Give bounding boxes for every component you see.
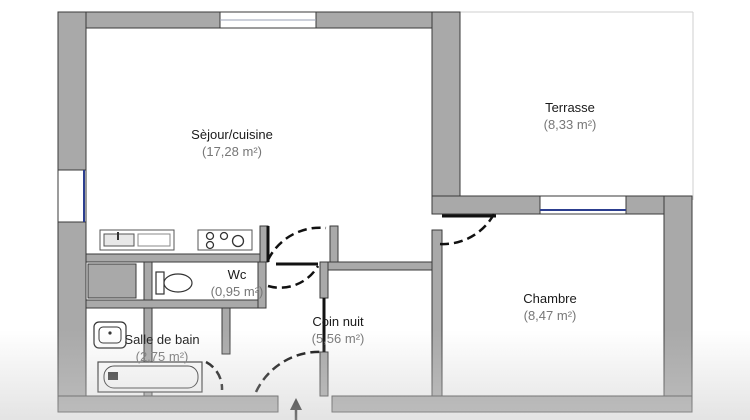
- door-swing-wc: [267, 265, 320, 289]
- room-name: Coin nuit: [312, 314, 364, 329]
- room-area: (17,28 m²): [202, 144, 262, 159]
- door-swing-sdb: [205, 360, 224, 391]
- entrance-arrow-icon: [290, 398, 302, 420]
- wall-left-lower: [57, 221, 87, 413]
- window-chambre: [539, 195, 627, 215]
- room-name: Chambre: [523, 291, 577, 306]
- room-area: (8,47 m²): [523, 308, 577, 323]
- room-label-terrasse: Terrasse (8,33 m²): [520, 99, 620, 133]
- room-label-sdb: Salle de bain (2,75 m²): [102, 331, 222, 365]
- room-area: (2,75 m²): [135, 349, 189, 364]
- room-area: (5,56 m²): [311, 331, 365, 346]
- wall-wc-bottom: [85, 299, 267, 309]
- windows: [57, 11, 627, 223]
- room-name: Salle de bain: [124, 332, 200, 347]
- wall-chambre-left: [431, 229, 443, 413]
- room-area: (0,95 m²): [210, 284, 264, 299]
- room-name: Wc: [227, 267, 247, 282]
- stove-icon: [197, 229, 253, 251]
- wall-coin-nuit-post: [329, 225, 339, 263]
- wall-left-upper: [57, 11, 87, 171]
- wall-sdb-right: [221, 307, 231, 355]
- room-name: Terrasse: [545, 100, 595, 115]
- room-label-wc: Wc (0,95 m²): [192, 266, 282, 300]
- room-label-chambre: Chambre (8,47 m²): [500, 290, 600, 324]
- storage-block: [87, 263, 137, 299]
- room-name: Sèjour/cuisine: [191, 127, 273, 142]
- room-area: (8,33 m²): [543, 117, 597, 132]
- wall-right: [663, 195, 693, 413]
- door-swing-chambre: [439, 213, 496, 246]
- wall-bottom-right: [331, 395, 693, 413]
- window-left: [57, 169, 87, 223]
- wall-bottom-left: [57, 395, 279, 413]
- door-swing-kitchen: [266, 226, 327, 261]
- room-label-coin-nuit: Coin nuit (5,56 m²): [288, 313, 388, 347]
- door-swing-entrance: [254, 350, 325, 393]
- kitchen-sink-icon: [99, 229, 175, 251]
- wall-coin-nuit-left: [319, 261, 329, 299]
- room-label-sejour: Sèjour/cuisine (17,28 m²): [182, 126, 282, 160]
- bathtub-icon: [97, 361, 203, 393]
- wall-chambre-top-left: [431, 195, 541, 215]
- wall-kitchen-partition: [85, 253, 261, 263]
- wall-wc-right: [257, 261, 267, 309]
- wall-sejour-terrasse: [431, 11, 461, 215]
- wall-coin-nuit-top: [319, 261, 433, 271]
- toilet-icon: [155, 271, 193, 295]
- wall-coin-nuit-left-lower: [319, 351, 329, 397]
